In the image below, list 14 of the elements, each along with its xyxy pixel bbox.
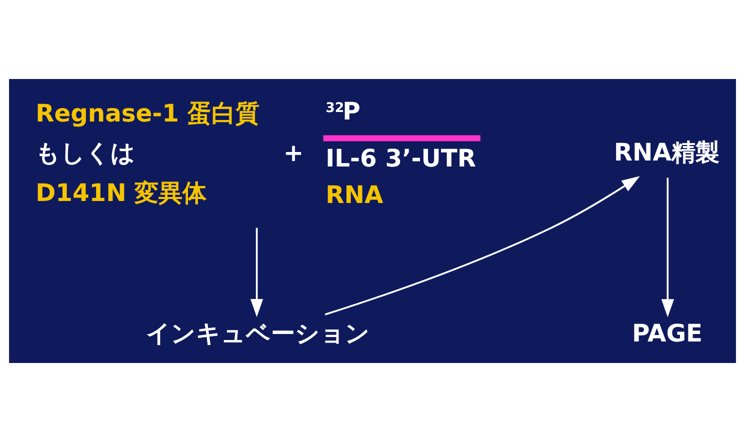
- node-text: インキュベーション: [146, 318, 370, 347]
- node-box: [323, 134, 480, 141]
- node-label: D141N 変異体: [36, 178, 207, 207]
- node-text: PAGE: [632, 318, 703, 347]
- node-label: Regnase-1 蛋白質: [36, 98, 260, 127]
- node-label: RNA: [326, 180, 384, 208]
- node-label: IL-6 3’-UTR: [326, 144, 476, 172]
- node-text: RNA精製: [614, 138, 720, 166]
- arrow: [324, 176, 640, 315]
- node-label: もしくは: [36, 138, 136, 167]
- arrow: [250, 227, 264, 317]
- node-label: +: [283, 138, 304, 167]
- node-label: $^{32}$P: [326, 96, 360, 125]
- arrow: [661, 177, 674, 317]
